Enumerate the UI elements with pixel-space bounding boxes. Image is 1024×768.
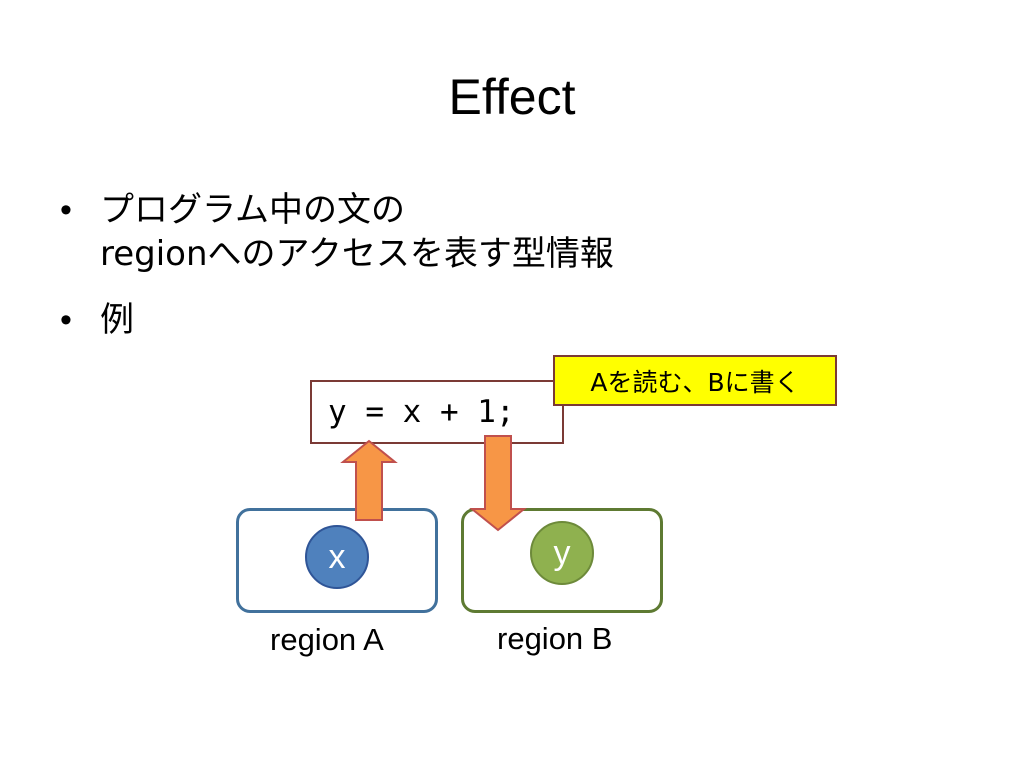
region-a-label: region A	[270, 622, 384, 657]
read-arrow-up	[340, 439, 398, 521]
bullet-list: • プログラム中の文の regionへのアクセスを表す型情報 • 例	[60, 188, 960, 364]
bullet-text: 例	[100, 298, 134, 342]
bullet-item: • 例	[60, 298, 960, 342]
bullet-text: プログラム中の文の regionへのアクセスを表す型情報	[100, 188, 614, 276]
variable-y-circle: y	[530, 521, 594, 585]
effect-callout: Aを読む、Bに書く	[553, 355, 837, 406]
bullet-item: • プログラム中の文の regionへのアクセスを表す型情報	[60, 188, 960, 276]
region-b-label: region B	[497, 621, 613, 656]
bullet-line: regionへのアクセスを表す型情報	[100, 234, 614, 274]
bullet-marker: •	[60, 191, 72, 229]
bullet-marker: •	[60, 301, 72, 339]
bullet-line: 例	[100, 300, 134, 340]
variable-x-circle: x	[305, 525, 369, 589]
write-arrow-down	[469, 435, 527, 532]
bullet-line: プログラム中の文の	[100, 190, 405, 230]
slide-title: Effect	[448, 69, 576, 125]
code-statement-box: y = x + 1;	[310, 380, 564, 444]
